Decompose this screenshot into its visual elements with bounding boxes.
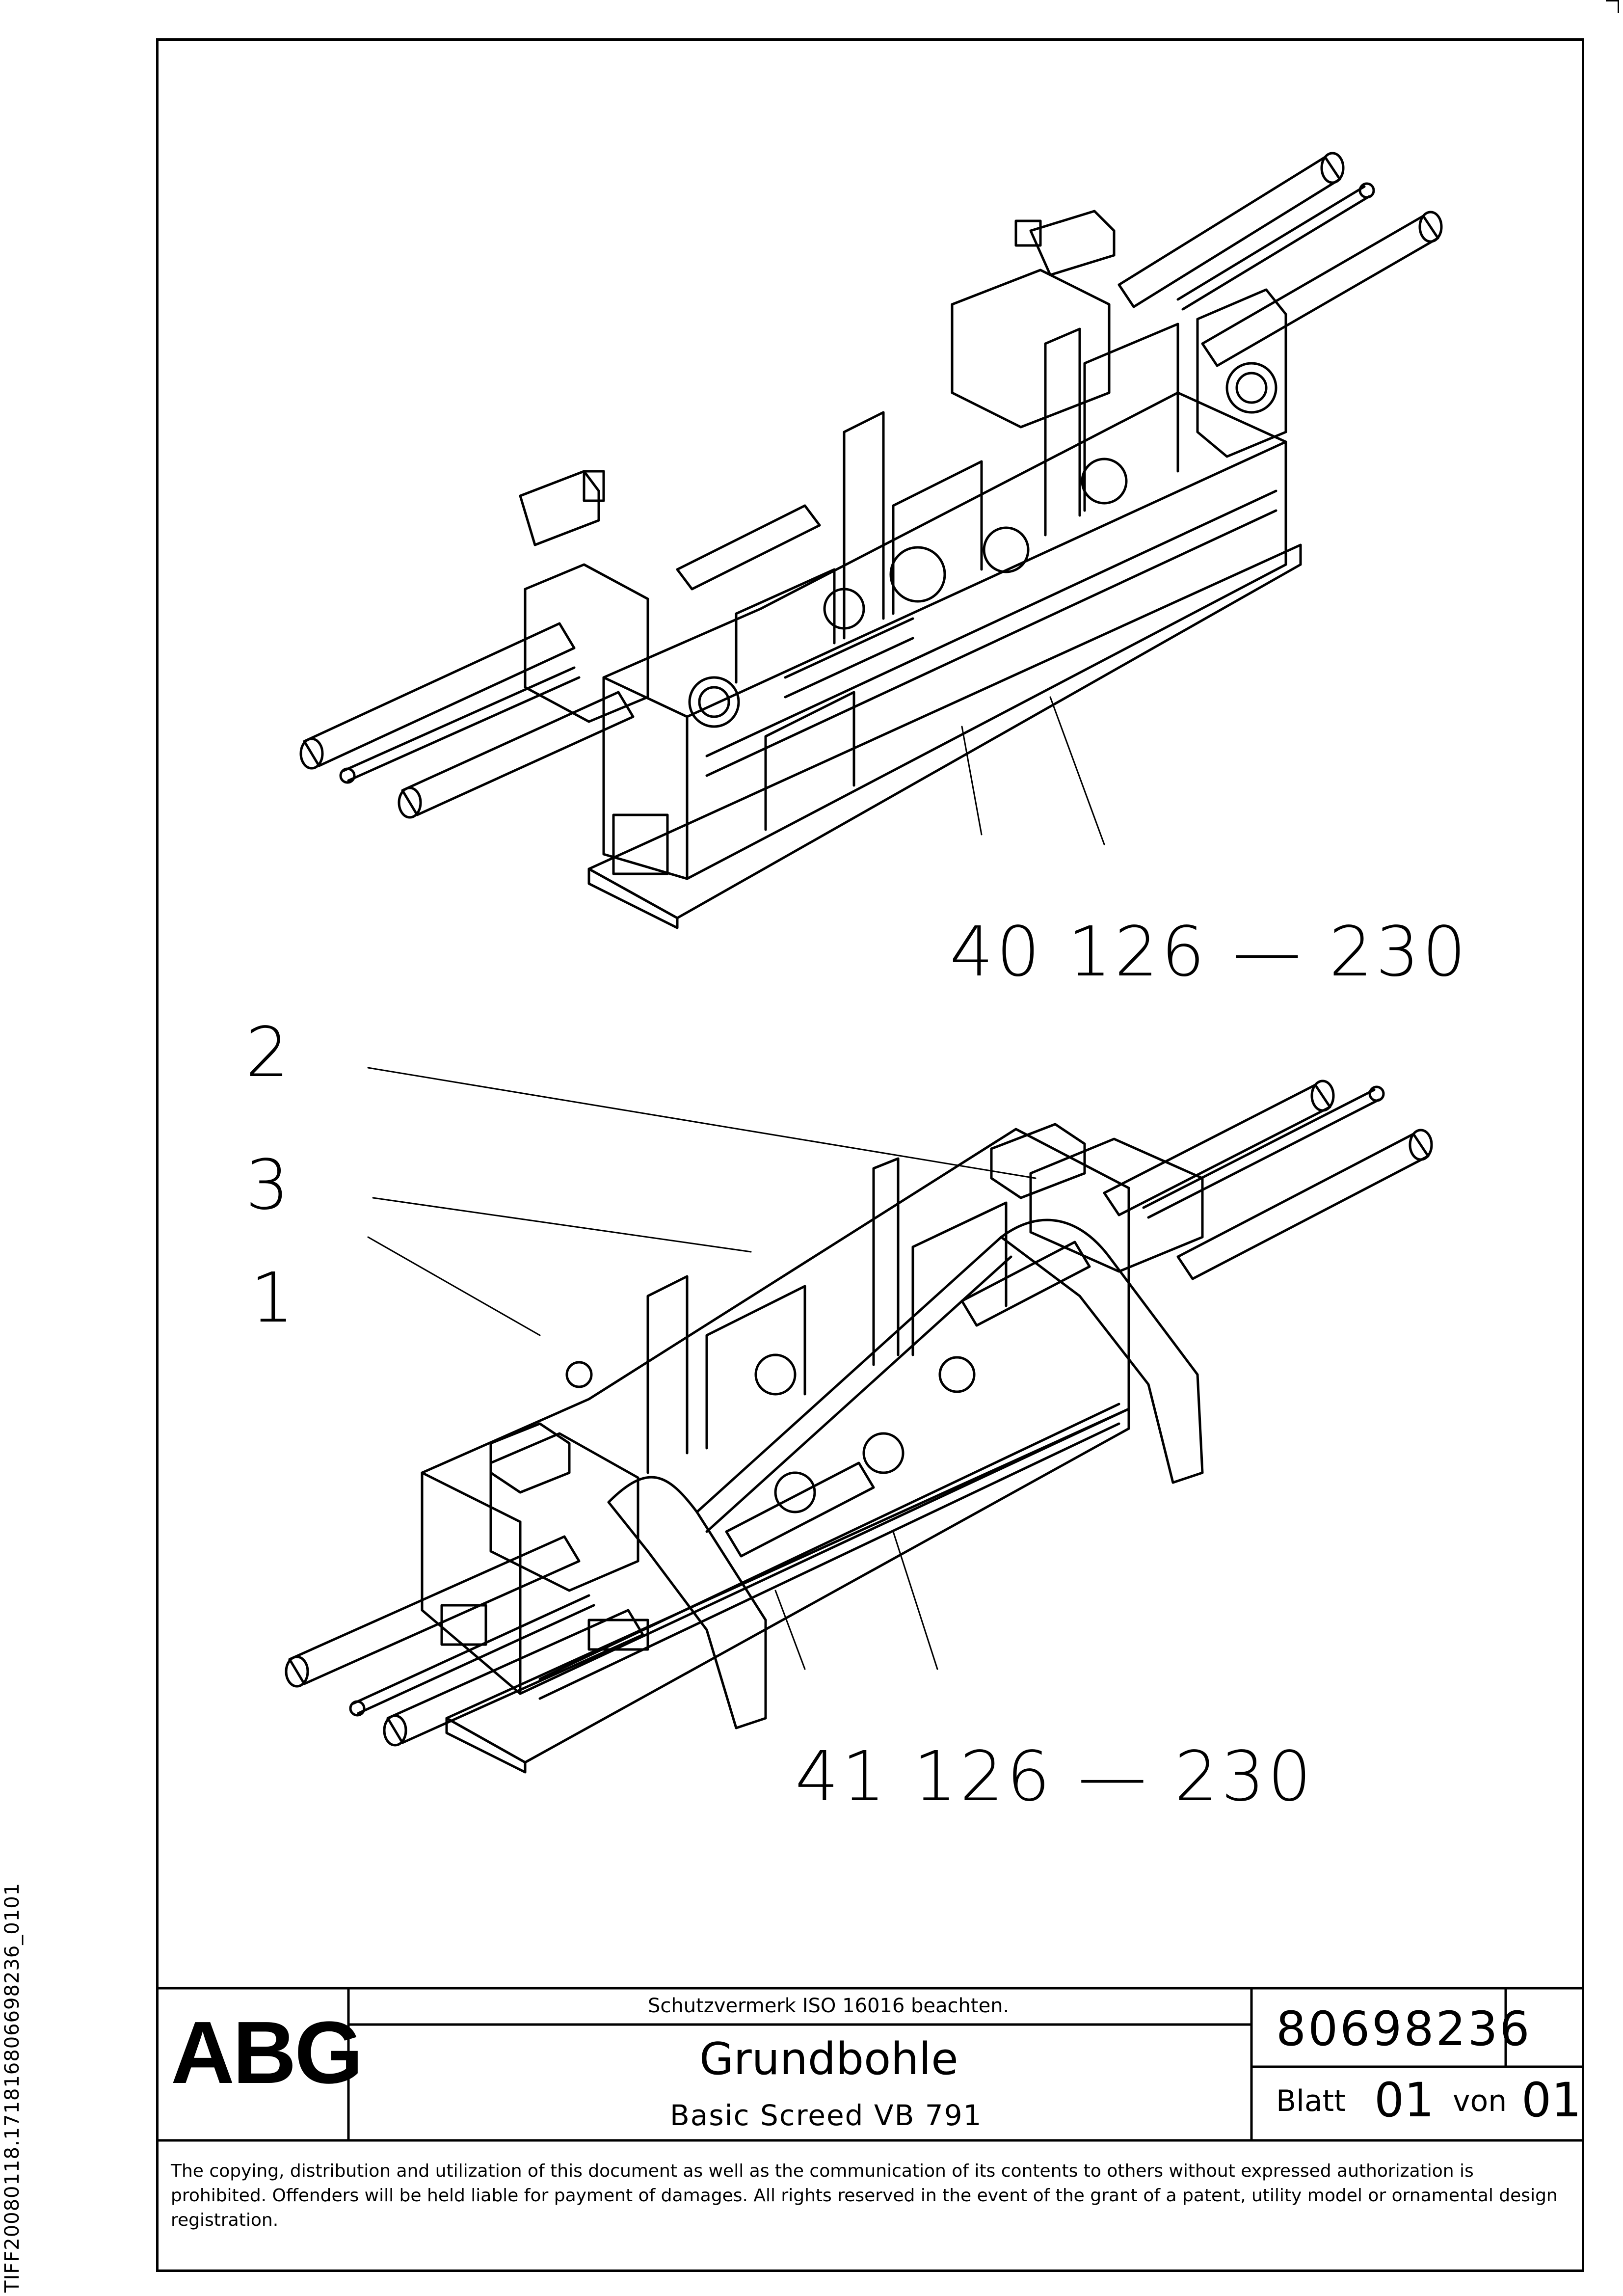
title-block-grid [156, 1987, 1584, 2142]
drawing-frame [156, 38, 1584, 2272]
sheet-number: 01 [1374, 2073, 1435, 2128]
top-assembly-view [299, 152, 1443, 929]
corner-crop-mark [1606, 0, 1619, 13]
of-label: von [1453, 2084, 1507, 2118]
sheet-label: Blatt [1276, 2084, 1346, 2118]
title-german: Grundbohle [699, 2033, 958, 2085]
callout-bottom-group: 41 126 — 230 [795, 1737, 1315, 1817]
callout-item-1: 1 [250, 1258, 297, 1338]
protection-note: Schutzvermerk ISO 16016 beachten. [648, 1995, 1010, 2017]
bottom-assembly-view [285, 1067, 1433, 1774]
title-english: Basic Screed VB 791 [670, 2099, 983, 2132]
copyright-notice: The copying, distribution and utilizatio… [171, 2161, 1558, 2230]
abg-logo: ABG [171, 2003, 363, 2102]
drawing-number: 80698236 [1276, 2001, 1532, 2056]
callout-top-group: 40 126 — 230 [950, 912, 1469, 992]
sheet-total: 01 [1521, 2073, 1582, 2128]
callout-item-2: 2 [245, 1013, 293, 1093]
callout-item-3: 3 [245, 1145, 293, 1225]
